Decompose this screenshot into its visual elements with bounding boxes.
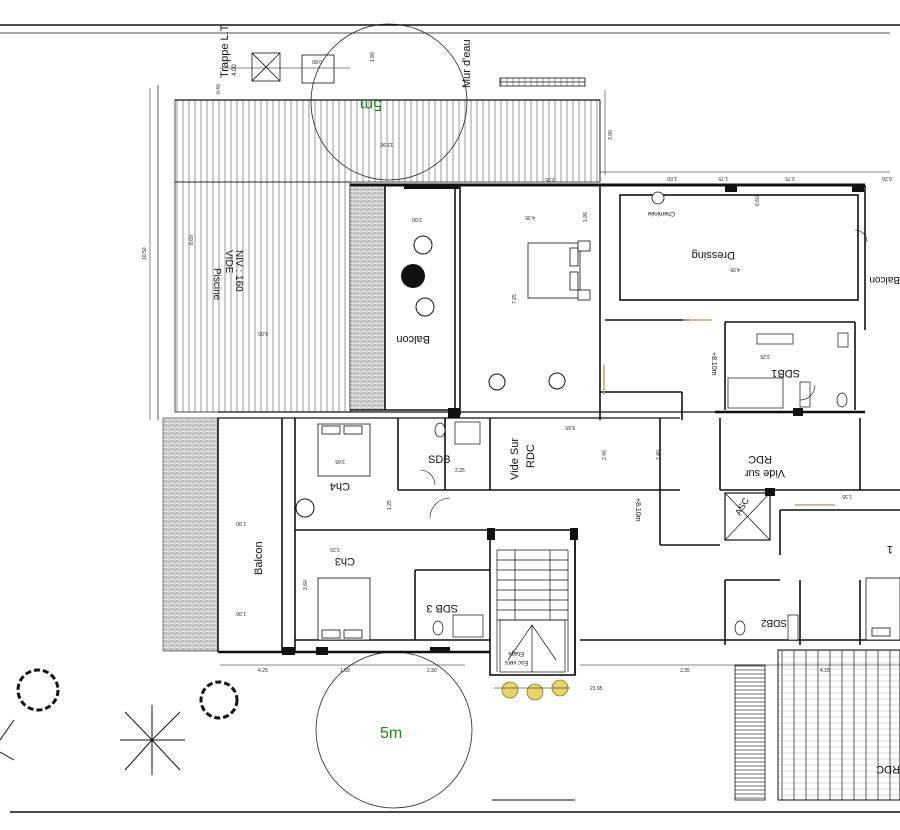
label-esc-vers: Esc vers xyxy=(505,659,528,665)
bed-ch3 xyxy=(317,577,371,641)
dim-7-25: 7.25 xyxy=(512,294,518,304)
bathroom-fixtures xyxy=(432,332,849,641)
property-boundary xyxy=(0,24,900,813)
wall-posts xyxy=(282,184,864,655)
wood-frames xyxy=(603,319,835,506)
dimension-lines xyxy=(149,67,900,689)
label-trappe: Trappe L.T xyxy=(219,24,231,78)
bed-ch4 xyxy=(317,423,371,477)
label-rdc-fragment: RDC xyxy=(876,763,900,775)
label-balcon-right: Balcon xyxy=(869,274,900,285)
dim-4-15: 4.15 xyxy=(820,668,830,674)
dim-6-00: 6.00 xyxy=(258,330,268,336)
label-ch1-fragment: 1 xyxy=(887,543,893,555)
dim-13-90: 13.90 xyxy=(380,141,393,147)
dim-1-35: 1.35 xyxy=(842,493,852,499)
dim-2-25: 2.25 xyxy=(455,468,465,474)
dim-4-95: 4.95 xyxy=(730,266,740,272)
dim-10-50: 10.50 xyxy=(142,247,148,260)
label-balcon-top: Balcon xyxy=(396,333,430,345)
dim-2-30: 2.30 xyxy=(427,668,437,674)
label-etage: Etage xyxy=(508,650,524,656)
dim-0-40: 0.40 xyxy=(216,84,222,94)
dim-3-95: 3.95 xyxy=(545,176,555,182)
dim-4-25: 4.25 xyxy=(258,668,268,674)
label-trappe-sub: 4.00 xyxy=(232,64,238,76)
label-dressing: Dressing xyxy=(692,249,735,261)
dim-1-75: 1.75 xyxy=(718,175,728,181)
dim-1-90-b: 1.90 xyxy=(236,610,246,616)
label-cheminee: Cheminée xyxy=(647,210,675,216)
dim-0-80: 0.80 xyxy=(312,58,322,64)
label-vide: VIDE xyxy=(223,250,234,274)
label-piscine: Piscine xyxy=(211,268,222,301)
dimension-labels: 0.40 1.80 0.80 3.00 13.90 10.50 8.60 6.0… xyxy=(142,52,892,692)
plant-pots xyxy=(501,679,569,701)
tree-symbols xyxy=(0,668,239,775)
dim-3-35: 3.35 xyxy=(680,668,690,674)
brick-wall-top xyxy=(349,184,386,411)
dim-3-20: 3.20 xyxy=(330,546,340,552)
door-swings xyxy=(419,229,868,519)
dim-0-20: 0.20 xyxy=(882,175,892,181)
label-level-8-10-a: +8.10m xyxy=(710,352,717,376)
dim-23-95: 23.95 xyxy=(590,686,603,692)
dim-5-65: 5.65 xyxy=(565,424,575,430)
label-5m-bottom: 5m xyxy=(380,725,402,742)
bed-master xyxy=(527,240,591,301)
dim-3-25: 3.25 xyxy=(760,353,770,359)
dim-1-90-a: 1.90 xyxy=(236,520,246,526)
dim-3-60: 3.60 xyxy=(303,580,309,590)
trappe-boxes xyxy=(251,52,586,87)
dim-2-40-a: 2.40 xyxy=(602,450,608,460)
dim-3-65: 3.65 xyxy=(335,458,345,464)
label-niv: NIV : 160 xyxy=(233,250,244,292)
dim-1-95: 1.95 xyxy=(583,212,589,222)
label-sdb3: SDB 3 xyxy=(426,602,458,614)
brick-wall-left xyxy=(162,417,219,652)
label-5m-top: 5m xyxy=(360,96,382,113)
dim-4-35: 4.35 xyxy=(525,214,535,220)
stair-steps xyxy=(496,549,569,673)
label-ch3: Ch3 xyxy=(335,555,355,567)
bed-right xyxy=(865,577,900,641)
label-sdb: SDB xyxy=(428,454,451,466)
label-vide-sur-rdc-1: Vide Sur xyxy=(509,438,521,480)
label-asc: ASC xyxy=(733,496,751,517)
slat-area-right xyxy=(777,649,900,801)
label-ch4: Ch4 xyxy=(330,480,350,492)
label-vide-sur-rdc-2: Vide sur xyxy=(745,467,785,479)
dim-1-25: 1.25 xyxy=(387,500,393,510)
label-vide-sur-rdc-2b: RDC xyxy=(748,453,772,465)
label-sdb2: SDB2 xyxy=(760,617,787,628)
room-labels: Trappe L.T 4.00 Mur d'eau 5m 5m Piscine … xyxy=(211,24,900,775)
label-mur-deau: Mur d'eau xyxy=(461,39,473,88)
dim-3-75: 3.75 xyxy=(785,175,795,181)
slat-area-ramp xyxy=(734,664,766,801)
dim-1-60: 1.60 xyxy=(340,668,350,674)
dim-2-40-b: 2.40 xyxy=(656,450,662,460)
dim-1-00: 1.00 xyxy=(667,175,677,181)
balcony-furniture xyxy=(295,191,665,518)
dim-1-80: 1.80 xyxy=(370,52,376,62)
label-balcon-left: Balcon xyxy=(253,541,265,575)
label-level-8-10-b: +8.10m xyxy=(634,498,641,522)
dim-8-60: 8.60 xyxy=(189,235,195,245)
dim-2-00: 2.00 xyxy=(412,216,422,222)
dim-6-60: 6.60 xyxy=(755,196,761,206)
radius-circle-top xyxy=(310,23,468,181)
label-vide-sur-rdc-1b: RDC xyxy=(525,444,537,468)
dim-3-00: 3.00 xyxy=(608,130,614,140)
label-sdb1: SDB1 xyxy=(771,367,800,379)
